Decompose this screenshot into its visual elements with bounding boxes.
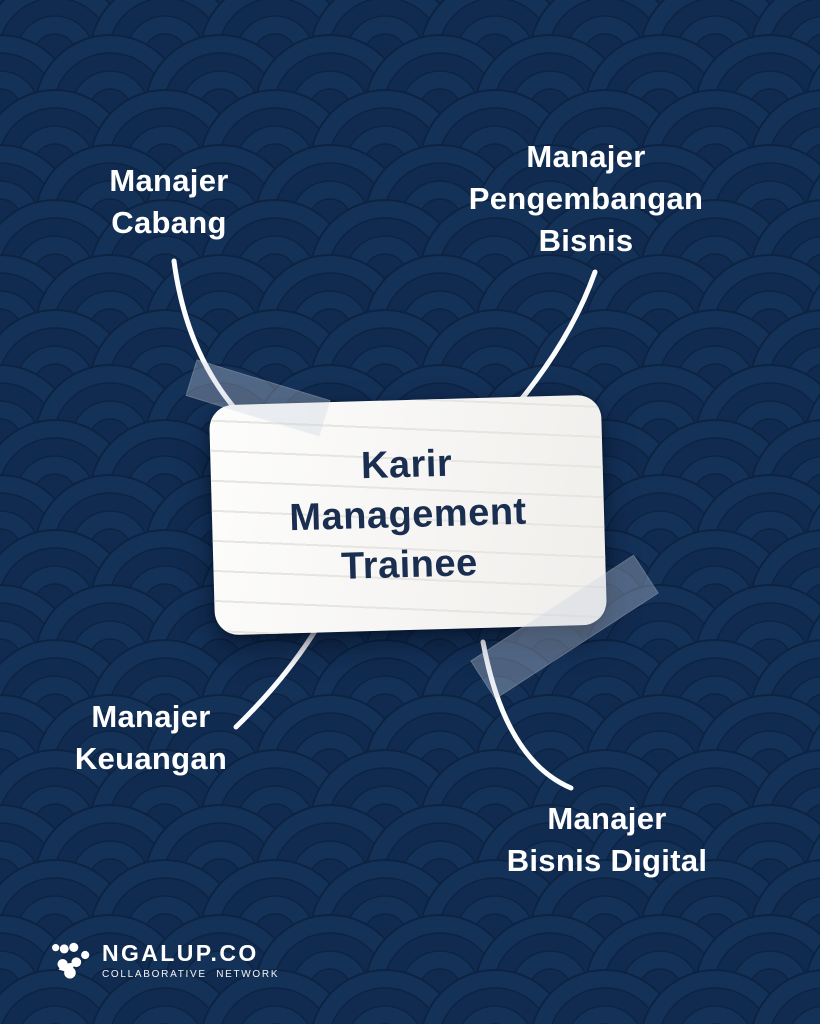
connector-line-bottom-right (480, 639, 574, 791)
branch-label-line: Bisnis Digital (506, 842, 708, 878)
brand-name: NGALUP.CO (102, 940, 259, 966)
connector-line-top-right (512, 269, 598, 410)
branch-label-manajer-keuangan: Manajer Keuangan (75, 696, 227, 780)
center-note-card: Karir Management Trainee (208, 394, 608, 636)
note-title-line: Karir (360, 442, 453, 488)
note-title: Karir Management Trainee (287, 436, 528, 593)
footer-brand-logo: NGALUP.CO COLLABORATIVE NETWORK (47, 941, 279, 981)
branch-label-line: Manajer (526, 139, 646, 174)
branch-label-line: Manajer (547, 801, 667, 836)
branch-label-line: Bisnis (538, 222, 634, 258)
branch-label-manajer-pengembangan-bisnis: Manajer Pengembangan Bisnis (469, 136, 703, 262)
branch-label-line: Manajer (109, 163, 229, 198)
branch-label-manajer-cabang: Manajer Cabang (109, 160, 228, 244)
paw-icon (52, 942, 90, 979)
brand-tagline: COLLABORATIVE NETWORK (102, 969, 280, 980)
note-title-line: Management (288, 490, 528, 540)
branch-label-manajer-bisnis-digital: Manajer Bisnis Digital (507, 798, 708, 882)
branch-label-line: Manajer (91, 699, 211, 734)
branch-label-line: Cabang (111, 204, 227, 240)
branch-label-line: Pengembangan (468, 180, 704, 216)
note-title-line: Trainee (340, 542, 479, 588)
brand-text-block: NGALUP.CO COLLABORATIVE NETWORK (102, 942, 279, 980)
branch-label-line: Keuangan (74, 740, 228, 776)
